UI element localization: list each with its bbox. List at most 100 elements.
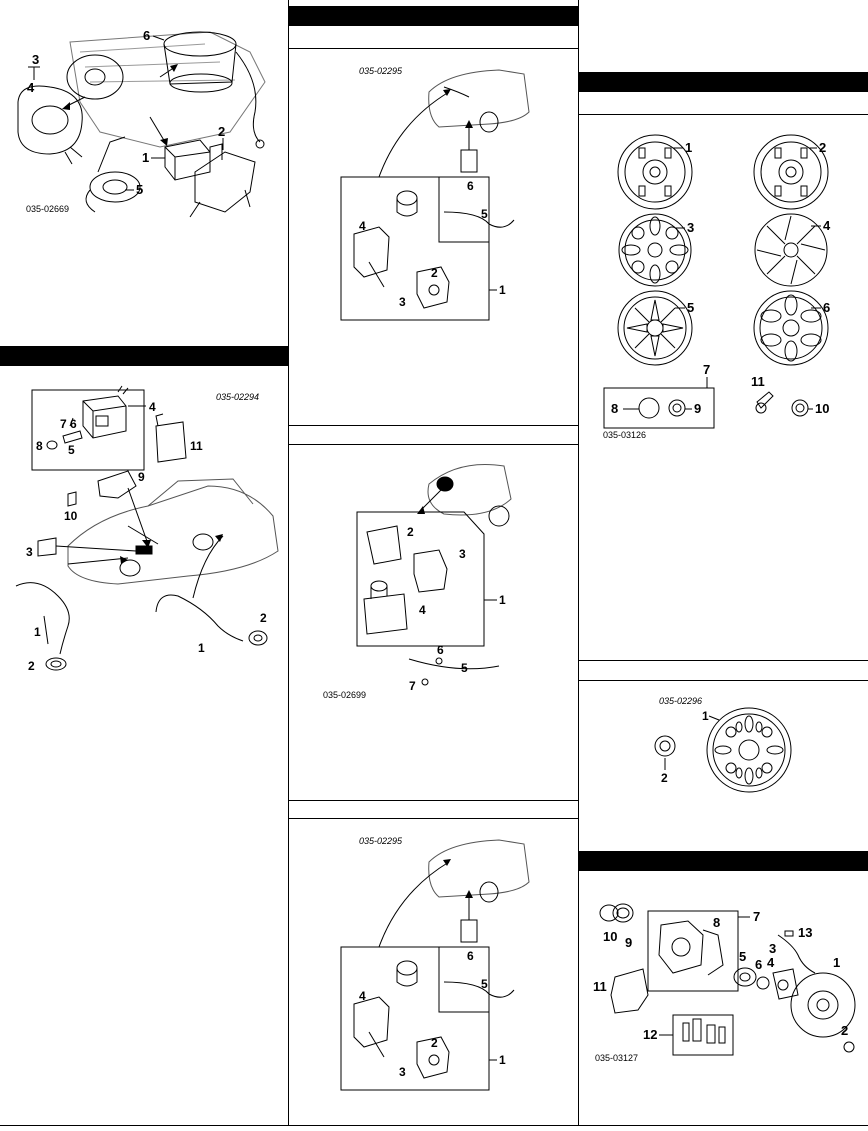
airbag-callout-1: 1 — [142, 150, 149, 165]
brake-callout-3: 3 — [769, 941, 776, 956]
wheels-drawing: 1 2 3 4 5 6 7 8 9 11 10 — [603, 134, 831, 429]
wheels-callout-7: 7 — [703, 362, 710, 377]
column-left: 3 4 6 2 1 5 035-02669 035-02294 — [0, 0, 289, 1125]
alloy-callout-1: 1 — [702, 709, 709, 723]
wheels-section-header-bar — [579, 72, 868, 92]
leveling-figure-b: 2 3 4 1 6 5 7 035-02699 — [323, 454, 569, 710]
abs-drawing: 4 7 6 8 5 11 9 10 3 1 2 1 2 — [15, 385, 279, 673]
airbag-callout-6: 6 — [143, 28, 150, 43]
wheels-callout-10: 10 — [815, 401, 829, 416]
brake-callout-10: 10 — [603, 929, 617, 944]
brake-callout-1: 1 — [833, 955, 840, 970]
brake-callout-8: 8 — [713, 915, 720, 930]
brake-callout-13: 13 — [798, 925, 812, 940]
alloy-subsection-rule-top — [579, 660, 868, 661]
airbag-callout-4: 4 — [27, 80, 35, 95]
abs-figure-id: 035-02294 — [216, 392, 260, 402]
abs-callout-9: 9 — [138, 470, 145, 484]
brake-callout-11: 11 — [593, 979, 607, 994]
airbag-figure: 3 4 6 2 1 5 035-02669 — [10, 22, 280, 227]
leveling-figure-a-id: 035-02295 — [359, 66, 403, 76]
wheels-callout-3: 3 — [687, 220, 694, 235]
abs-section-header-bar — [0, 346, 289, 366]
abs-callout-2-right: 2 — [260, 611, 267, 625]
leveling-c-callout-3: 3 — [399, 1065, 406, 1079]
leveling-b-callout-2: 2 — [407, 525, 414, 539]
alloy-wheel-drawing: 1 2 — [654, 707, 792, 793]
leveling-a-callout-3: 3 — [399, 295, 406, 309]
airbag-callout-2: 2 — [218, 124, 225, 139]
brake-callout-7: 7 — [753, 909, 760, 924]
wheels-callout-5: 5 — [687, 300, 694, 315]
airbag-figure-id: 035-02669 — [26, 204, 70, 214]
brake-section-header-bar — [579, 851, 868, 871]
abs-callout-3: 3 — [26, 545, 33, 559]
leveling-drawing-a: 6 5 4 2 1 3 — [340, 69, 530, 321]
subsection-rule-a — [289, 48, 579, 49]
leveling-c-callout-5: 5 — [481, 977, 488, 991]
brake-figure: 10 9 8 7 13 3 4 5 6 1 11 12 2 035-03127 — [593, 895, 863, 1095]
leveling-b-callout-5: 5 — [461, 661, 468, 675]
leveling-a-callout-6: 6 — [467, 179, 474, 193]
leveling-b-callout-7: 7 — [409, 679, 416, 693]
leveling-b-callout-6: 6 — [437, 643, 444, 657]
abs-figure: 035-02294 — [8, 385, 283, 676]
wheels-callout-1: 1 — [685, 140, 692, 155]
brake-callout-12: 12 — [643, 1027, 657, 1042]
brake-callout-5: 5 — [739, 949, 746, 964]
wheels-figure: 1 2 3 4 5 6 7 8 9 11 10 — [599, 130, 861, 450]
leveling-drawing-b: 2 3 4 1 6 5 7 — [356, 463, 512, 693]
leveling-a-callout-4: 4 — [359, 219, 366, 233]
subsection-rule-c-top — [289, 800, 579, 801]
abs-callout-4: 4 — [149, 400, 156, 414]
abs-callout-10: 10 — [64, 509, 78, 523]
leveling-figure-a: 035-02295 — [339, 62, 539, 324]
abs-callout-1-left: 1 — [34, 625, 41, 639]
wheels-figure-id: 035-03126 — [603, 430, 647, 440]
wheels-callout-11: 11 — [751, 374, 765, 389]
column-right: 1 2 3 4 5 6 7 8 9 11 10 — [579, 0, 868, 1125]
leveling-c-callout-1: 1 — [499, 1053, 506, 1067]
wheels-callout-8: 8 — [611, 401, 618, 416]
subsection-rule-c — [289, 818, 579, 819]
leveling-a-callout-1: 1 — [499, 283, 506, 297]
leveling-c-callout-4: 4 — [359, 989, 366, 1003]
airbag-callout-5: 5 — [136, 182, 143, 197]
leveling-figure-c-id: 035-02295 — [359, 836, 403, 846]
brake-callout-6: 6 — [755, 957, 762, 972]
airbag-callout-3: 3 — [32, 52, 39, 67]
leveling-c-callout-6: 6 — [467, 949, 474, 963]
abs-callout-11: 11 — [190, 439, 203, 453]
leveling-figure-b-id: 035-02699 — [323, 690, 367, 700]
alloy-wheel-figure: 035-02296 1 2 — [639, 694, 819, 794]
abs-callout-6: 6 — [70, 417, 77, 431]
page-bottom-rule — [0, 1125, 868, 1126]
wheel-1-drawing — [617, 134, 693, 210]
leveling-a-callout-2: 2 — [431, 266, 438, 280]
brake-callout-9: 9 — [625, 935, 632, 950]
leveling-b-callout-1: 1 — [499, 593, 506, 607]
alloy-callout-2: 2 — [661, 771, 668, 785]
headlight-section-header-bar — [289, 6, 579, 26]
abs-callout-5: 5 — [68, 443, 75, 457]
wheels-callout-4: 4 — [823, 218, 831, 233]
leveling-a-callout-5: 5 — [481, 207, 488, 221]
subsection-rule-b-top — [289, 425, 579, 426]
abs-callout-1-right: 1 — [198, 641, 205, 655]
brake-callout-2: 2 — [841, 1023, 848, 1038]
wheels-callout-9: 9 — [694, 401, 701, 416]
leveling-drawing-c: 6 5 4 2 1 3 — [340, 839, 530, 1091]
column-middle: 035-02295 — [289, 0, 579, 1125]
abs-callout-7: 7 — [60, 417, 67, 431]
brake-drawing: 10 9 8 7 13 3 4 5 6 1 11 12 2 — [593, 903, 856, 1056]
brake-callout-4: 4 — [767, 955, 775, 970]
abs-callout-2-left: 2 — [28, 659, 35, 673]
wheels-callout-6: 6 — [823, 300, 830, 315]
wheels-callout-2: 2 — [819, 140, 826, 155]
leveling-b-callout-3: 3 — [459, 547, 466, 561]
abs-callout-8: 8 — [36, 439, 43, 453]
brake-figure-id: 035-03127 — [595, 1053, 639, 1063]
leveling-figure-c: 035-02295 — [339, 832, 539, 1094]
leveling-b-callout-4: 4 — [419, 603, 426, 617]
alloy-wheel-figure-id: 035-02296 — [659, 696, 703, 706]
